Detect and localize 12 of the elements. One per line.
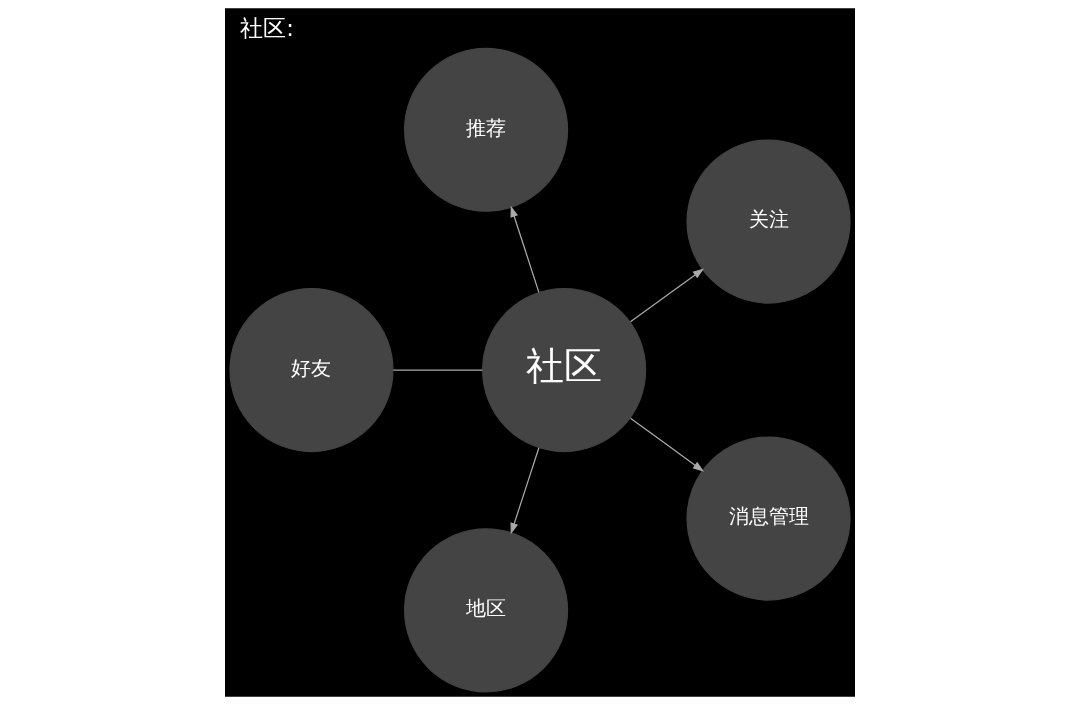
node-circle: 地区 bbox=[403, 528, 569, 693]
node-circle: 社区 bbox=[482, 287, 647, 453]
arrow bbox=[629, 417, 704, 472]
arrow bbox=[510, 447, 540, 535]
node-circle: 消息管理 bbox=[686, 436, 851, 601]
arrow bbox=[629, 268, 704, 323]
node-circle: 好友 bbox=[229, 287, 394, 453]
node-circle: 推荐 bbox=[403, 47, 569, 212]
diagram-title: 社区: bbox=[240, 15, 294, 42]
connector bbox=[392, 369, 484, 371]
arrow bbox=[510, 205, 540, 293]
node-circle: 关注 bbox=[686, 139, 851, 304]
